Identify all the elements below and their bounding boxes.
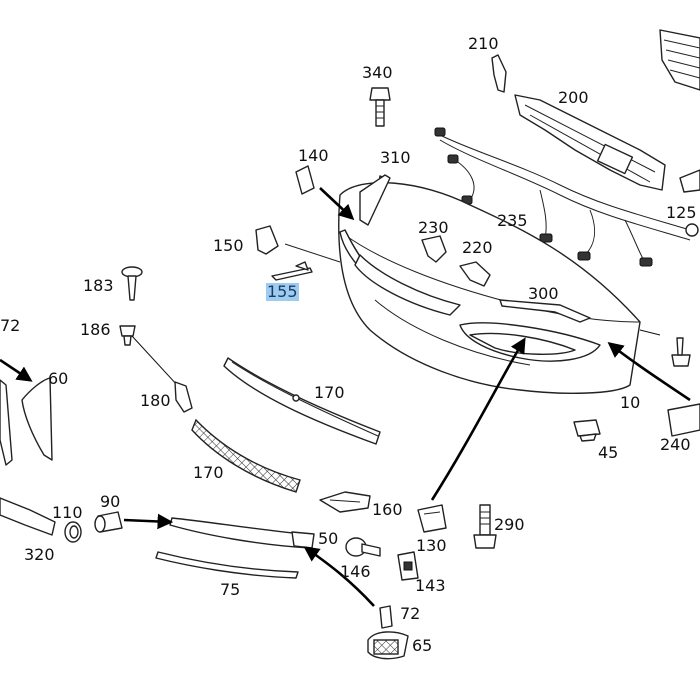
part-340-bolt[interactable] (369, 87, 391, 127)
callout-183[interactable]: 183 (83, 276, 114, 295)
callout-230[interactable]: 230 (418, 218, 449, 237)
callout-150[interactable]: 150 (213, 236, 244, 255)
part-50-trim[interactable] (169, 517, 315, 549)
part-45-block[interactable] (573, 419, 601, 442)
part-186-clip[interactable] (119, 325, 179, 387)
part-320-lower-strip[interactable] (0, 497, 56, 536)
callout-310[interactable]: 310 (380, 148, 411, 167)
callout-220[interactable]: 220 (462, 238, 493, 257)
callout-186[interactable]: 186 (80, 320, 111, 339)
part-290-bolt[interactable] (473, 504, 497, 549)
callout-170-lower[interactable]: 170 (193, 463, 224, 482)
part-170-strip-upper[interactable] (223, 357, 381, 445)
part-130-cover[interactable] (417, 504, 447, 533)
callout-340[interactable]: 340 (362, 63, 393, 82)
callout-140[interactable]: 140 (298, 146, 329, 165)
part-170-grille-mesh[interactable] (191, 418, 301, 493)
callout-60[interactable]: 60 (48, 369, 69, 388)
part-60-strip[interactable] (21, 377, 53, 461)
callout-235[interactable]: 235 (497, 211, 528, 230)
wiring-harness[interactable] (434, 127, 691, 267)
callout-170-upper[interactable]: 170 (314, 383, 345, 402)
callout-320[interactable]: 320 (24, 545, 55, 564)
callout-180[interactable]: 180 (140, 391, 171, 410)
part-150-cap[interactable] (255, 225, 341, 263)
callout-143[interactable]: 143 (415, 576, 446, 595)
callout-72-lower[interactable]: 72 (400, 604, 421, 623)
callout-90[interactable]: 90 (100, 492, 121, 511)
callout-110[interactable]: 110 (52, 503, 83, 522)
callout-50[interactable]: 50 (318, 529, 339, 548)
callout-200[interactable]: 200 (558, 88, 589, 107)
callout-72-left[interactable]: 72 (0, 316, 21, 335)
callout-10[interactable]: 10 (620, 393, 641, 412)
callout-146[interactable]: 146 (340, 562, 371, 581)
part-125-clip[interactable] (685, 223, 699, 237)
part-146-nut[interactable] (345, 537, 381, 557)
assembly-arrows (0, 187, 691, 607)
callout-65[interactable]: 65 (412, 636, 433, 655)
callout-125[interactable]: 125 (666, 203, 697, 222)
right-edge-part[interactable] (679, 169, 700, 193)
callout-300[interactable]: 300 (528, 284, 559, 303)
callout-130[interactable]: 130 (416, 536, 447, 555)
part-183-screw[interactable] (121, 266, 143, 301)
callout-75[interactable]: 75 (220, 580, 241, 599)
part-65-fog-lamp[interactable] (367, 631, 409, 660)
part-143-bracket[interactable] (397, 551, 419, 581)
part-180-bracket[interactable] (174, 381, 193, 413)
part-90-lamp-housing[interactable] (94, 511, 123, 533)
part-72-bulb[interactable] (379, 605, 393, 629)
part-300-trim[interactable] (499, 299, 591, 323)
part-72-side-strip[interactable] (0, 379, 13, 466)
part-220-clip[interactable] (459, 261, 491, 287)
upper-right-grille[interactable] (659, 29, 700, 91)
part-230-clip[interactable] (421, 235, 447, 263)
part-240-bracket[interactable] (667, 403, 700, 437)
callout-155[interactable]: 155 (266, 282, 299, 301)
part-210-bracket[interactable] (491, 54, 507, 93)
part-10-bumper-cover[interactable] (338, 174, 641, 394)
part-110-washer[interactable] (64, 521, 82, 543)
callout-240[interactable]: 240 (660, 435, 691, 454)
callout-160[interactable]: 160 (372, 500, 403, 519)
callout-290[interactable]: 290 (494, 515, 525, 534)
callout-210[interactable]: 210 (468, 34, 499, 53)
part-155-bracket[interactable] (271, 261, 313, 281)
part-200-carrier[interactable] (514, 94, 666, 191)
part-160-bracket[interactable] (319, 491, 371, 513)
part-right-screw[interactable] (639, 329, 691, 367)
callout-45[interactable]: 45 (598, 443, 619, 462)
part-75-moulding[interactable] (155, 551, 299, 579)
part-140-cover[interactable] (295, 165, 315, 195)
